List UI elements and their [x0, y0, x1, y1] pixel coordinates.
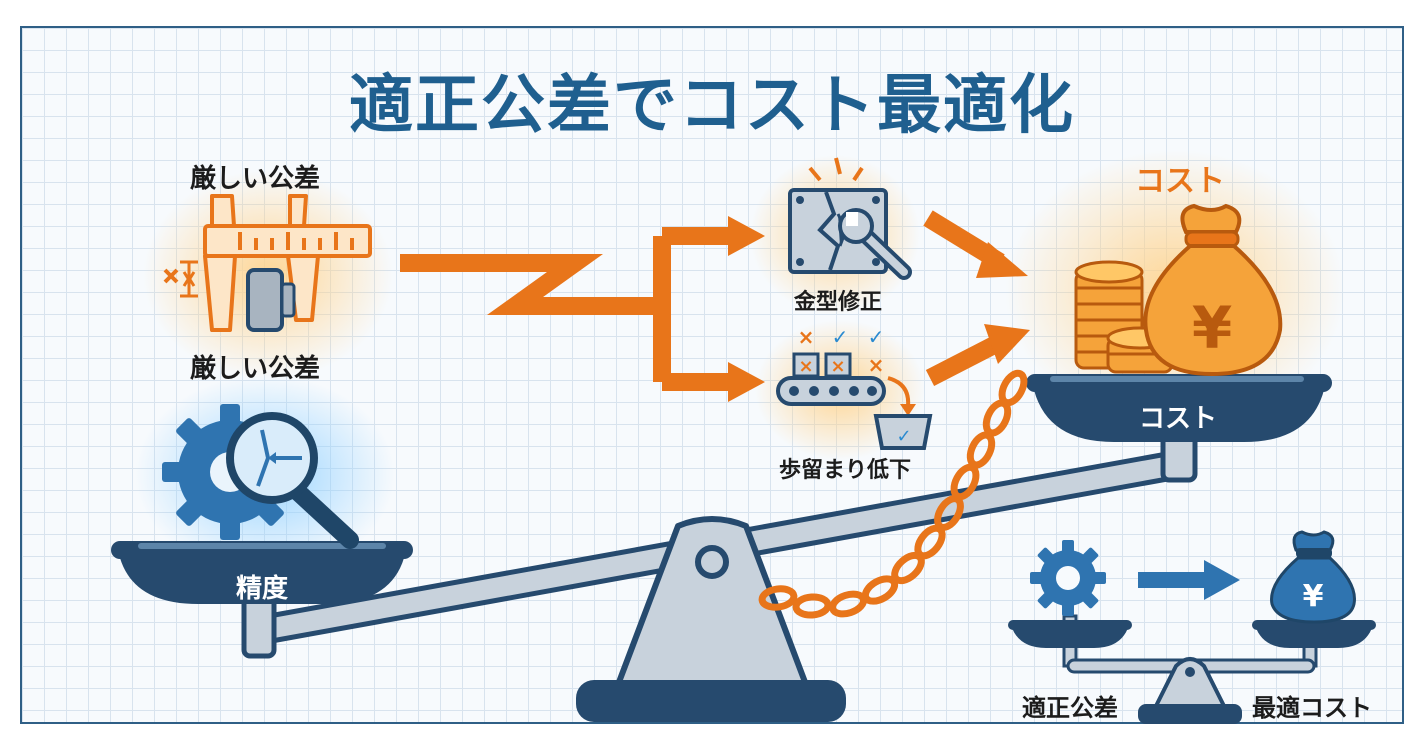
strict-tolerance-label-top: 厳しい公差: [190, 164, 321, 194]
svg-text:✓: ✓: [868, 325, 885, 349]
small-money-bag-icon: [1270, 530, 1356, 624]
scale-base: [576, 680, 846, 722]
cost-header-label: コスト: [1135, 164, 1225, 199]
page-title: 適正公差でコスト最適化: [349, 69, 1075, 143]
small-arrow-icon: [1138, 560, 1240, 600]
yen-symbol: ¥: [1192, 294, 1232, 362]
small-scale: [1008, 614, 1376, 724]
precision-pan-label: 精度: [235, 574, 289, 604]
scale-stand: [613, 516, 811, 693]
process-arrows: [400, 210, 1030, 402]
scale-pivot: [695, 545, 729, 579]
proper-tolerance-label: 適正公差: [1022, 694, 1118, 722]
cost-pan: [1026, 374, 1332, 442]
die-correction-label: 金型修正: [793, 290, 883, 315]
strict-tolerance-label-bottom: 厳しい公差: [190, 354, 321, 384]
money-bag-icon: [1143, 203, 1283, 377]
small-gear-icon: [1030, 540, 1106, 616]
svg-text:✓: ✓: [896, 426, 911, 447]
chain-icon: [758, 369, 1028, 619]
svg-text:×: ×: [798, 356, 813, 377]
gear-magnifier-icon: [162, 404, 359, 549]
conveyor-icon: × ✓ ✓ × × × ✓: [776, 325, 933, 450]
cost-pan-label: コスト: [1138, 404, 1218, 434]
caliper-icon: [163, 194, 372, 332]
svg-text:×: ×: [868, 353, 885, 377]
optimal-cost-label: 最適コスト: [1252, 694, 1372, 722]
precision-pan: [111, 541, 413, 604]
coin-stack-icon: [1074, 260, 1174, 374]
svg-text:×: ×: [798, 325, 815, 349]
svg-text:×: ×: [830, 356, 845, 377]
small-yen-symbol: ¥: [1303, 579, 1324, 614]
svg-text:✓: ✓: [832, 325, 849, 349]
yield-drop-label: 歩留まり低下: [778, 458, 912, 483]
wrench-icon: [838, 208, 912, 280]
